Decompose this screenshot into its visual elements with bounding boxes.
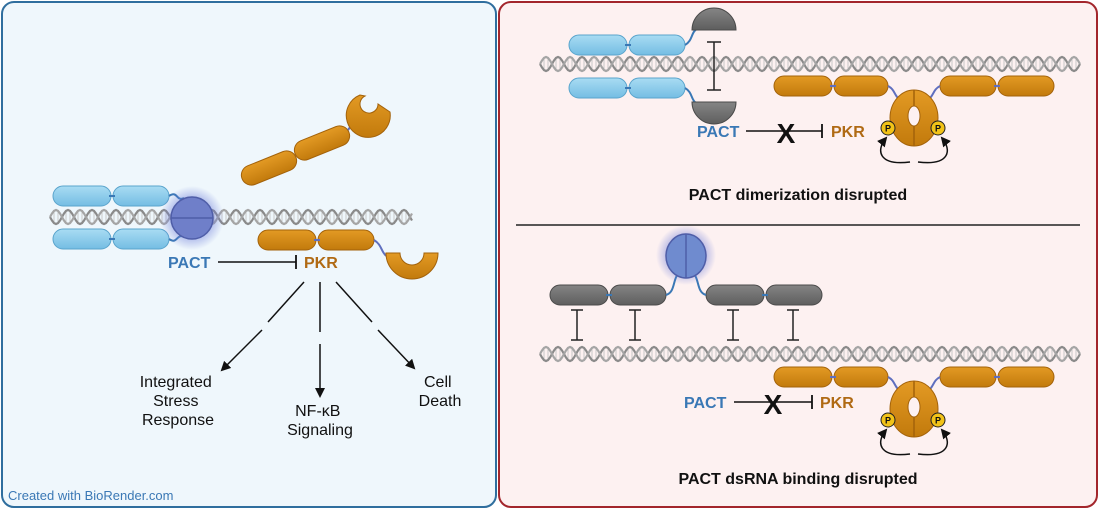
biorender-credit: Created with BioRender.com <box>8 488 173 503</box>
pact-label: PACT <box>697 124 740 141</box>
downstream-arrows <box>220 281 416 398</box>
outcome-isr: Integrated Stress Response <box>140 374 217 429</box>
rna-strand <box>539 55 1081 73</box>
dsrna-helix <box>539 55 1081 73</box>
rna-strand <box>49 208 413 226</box>
phospho-label: P <box>935 416 941 426</box>
pkr-label: PKR <box>831 124 865 141</box>
outcome-nfkb: NF-κB Signaling <box>287 403 353 439</box>
pkr-label: PKR <box>820 395 854 412</box>
dimerization-section: P P PACT X PKR PACT dimerization disrupt… <box>539 7 1081 204</box>
phospho-label: P <box>885 416 891 426</box>
phospho-label: P <box>935 124 941 134</box>
pkr-bound <box>257 229 439 280</box>
rna-strand <box>539 345 1081 363</box>
block-mark: X <box>777 118 796 149</box>
block-mark: X <box>764 389 783 420</box>
rna-strand <box>539 345 1081 363</box>
pkr-free <box>240 94 391 186</box>
caption-dsrna-binding: PACT dsRNA binding disrupted <box>678 471 917 488</box>
outcome-cell-death: Cell Death <box>419 374 462 410</box>
dsrna-helix <box>539 345 1081 363</box>
pkr-label: PKR <box>304 255 338 272</box>
right-panel: P P PACT X PKR PACT dimerization disrupt… <box>498 1 1098 508</box>
rna-strand <box>539 55 1081 73</box>
dsrna-binding-section: P P PACT X PKR PACT dsRNA binding disrup… <box>539 225 1081 488</box>
phospho-label: P <box>885 124 891 134</box>
left-panel: PACT PKR Integrated Stress Response NF-κ… <box>1 1 497 508</box>
pact-label: PACT <box>168 255 211 272</box>
pact-dimer <box>52 185 224 250</box>
caption-dimerization: PACT dimerization disrupted <box>689 187 907 204</box>
pact-label: PACT <box>684 395 727 412</box>
